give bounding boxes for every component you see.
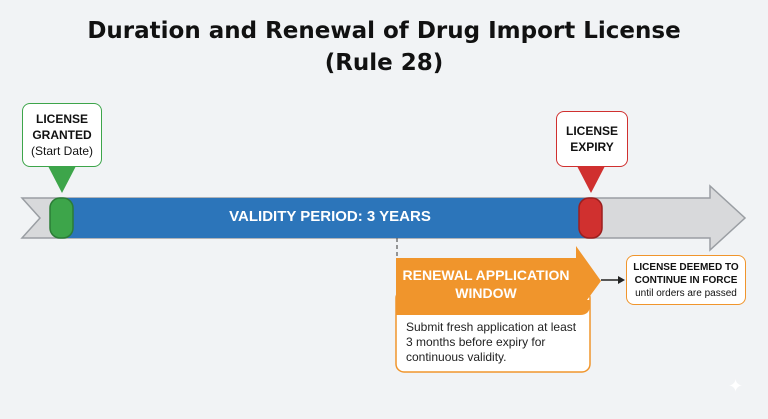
expiry-pointer (577, 166, 605, 193)
validity-label: VALIDITY PERIOD: 3 YEARS (229, 208, 431, 225)
renewal-header: RENEWAL APPLICATION WINDOW (396, 266, 576, 302)
sparkle-icon: ✦ (728, 376, 744, 396)
renewal-body-text: Submit fresh application at least 3 mont… (406, 320, 577, 364)
deemed-line1: LICENSE DEEMED TO (633, 261, 739, 273)
renewal-header-arrow (396, 246, 601, 315)
renewal-header-line2: WINDOW (455, 285, 517, 301)
deemed-line3: until orders are passed (635, 287, 737, 299)
page-title: Duration and Renewal of Drug Import Lice… (87, 18, 681, 44)
validity-bar (58, 198, 590, 238)
start-callout-line3: (Start Date) (30, 144, 93, 158)
renewal-header-line1: RENEWAL APPLICATION (402, 267, 570, 283)
deemed-line2: CONTINUE IN FORCE (634, 274, 738, 286)
start-callout-line1: LICENSE (35, 112, 88, 126)
expiry-callout: LICENSE EXPIRY (556, 111, 628, 167)
start-pointer (48, 166, 76, 193)
expiry-callout-line2: EXPIRY (570, 140, 614, 154)
expiry-marker (578, 197, 603, 239)
start-callout-line2: GRANTED (32, 128, 92, 142)
deemed-callout: LICENSE DEEMED TO CONTINUE IN FORCE unti… (626, 255, 746, 305)
page-subtitle: (Rule 28) (324, 50, 444, 76)
start-marker (49, 197, 74, 239)
expiry-callout-line1: LICENSE (565, 124, 618, 138)
start-callout: LICENSE GRANTED (Start Date) (22, 103, 102, 167)
